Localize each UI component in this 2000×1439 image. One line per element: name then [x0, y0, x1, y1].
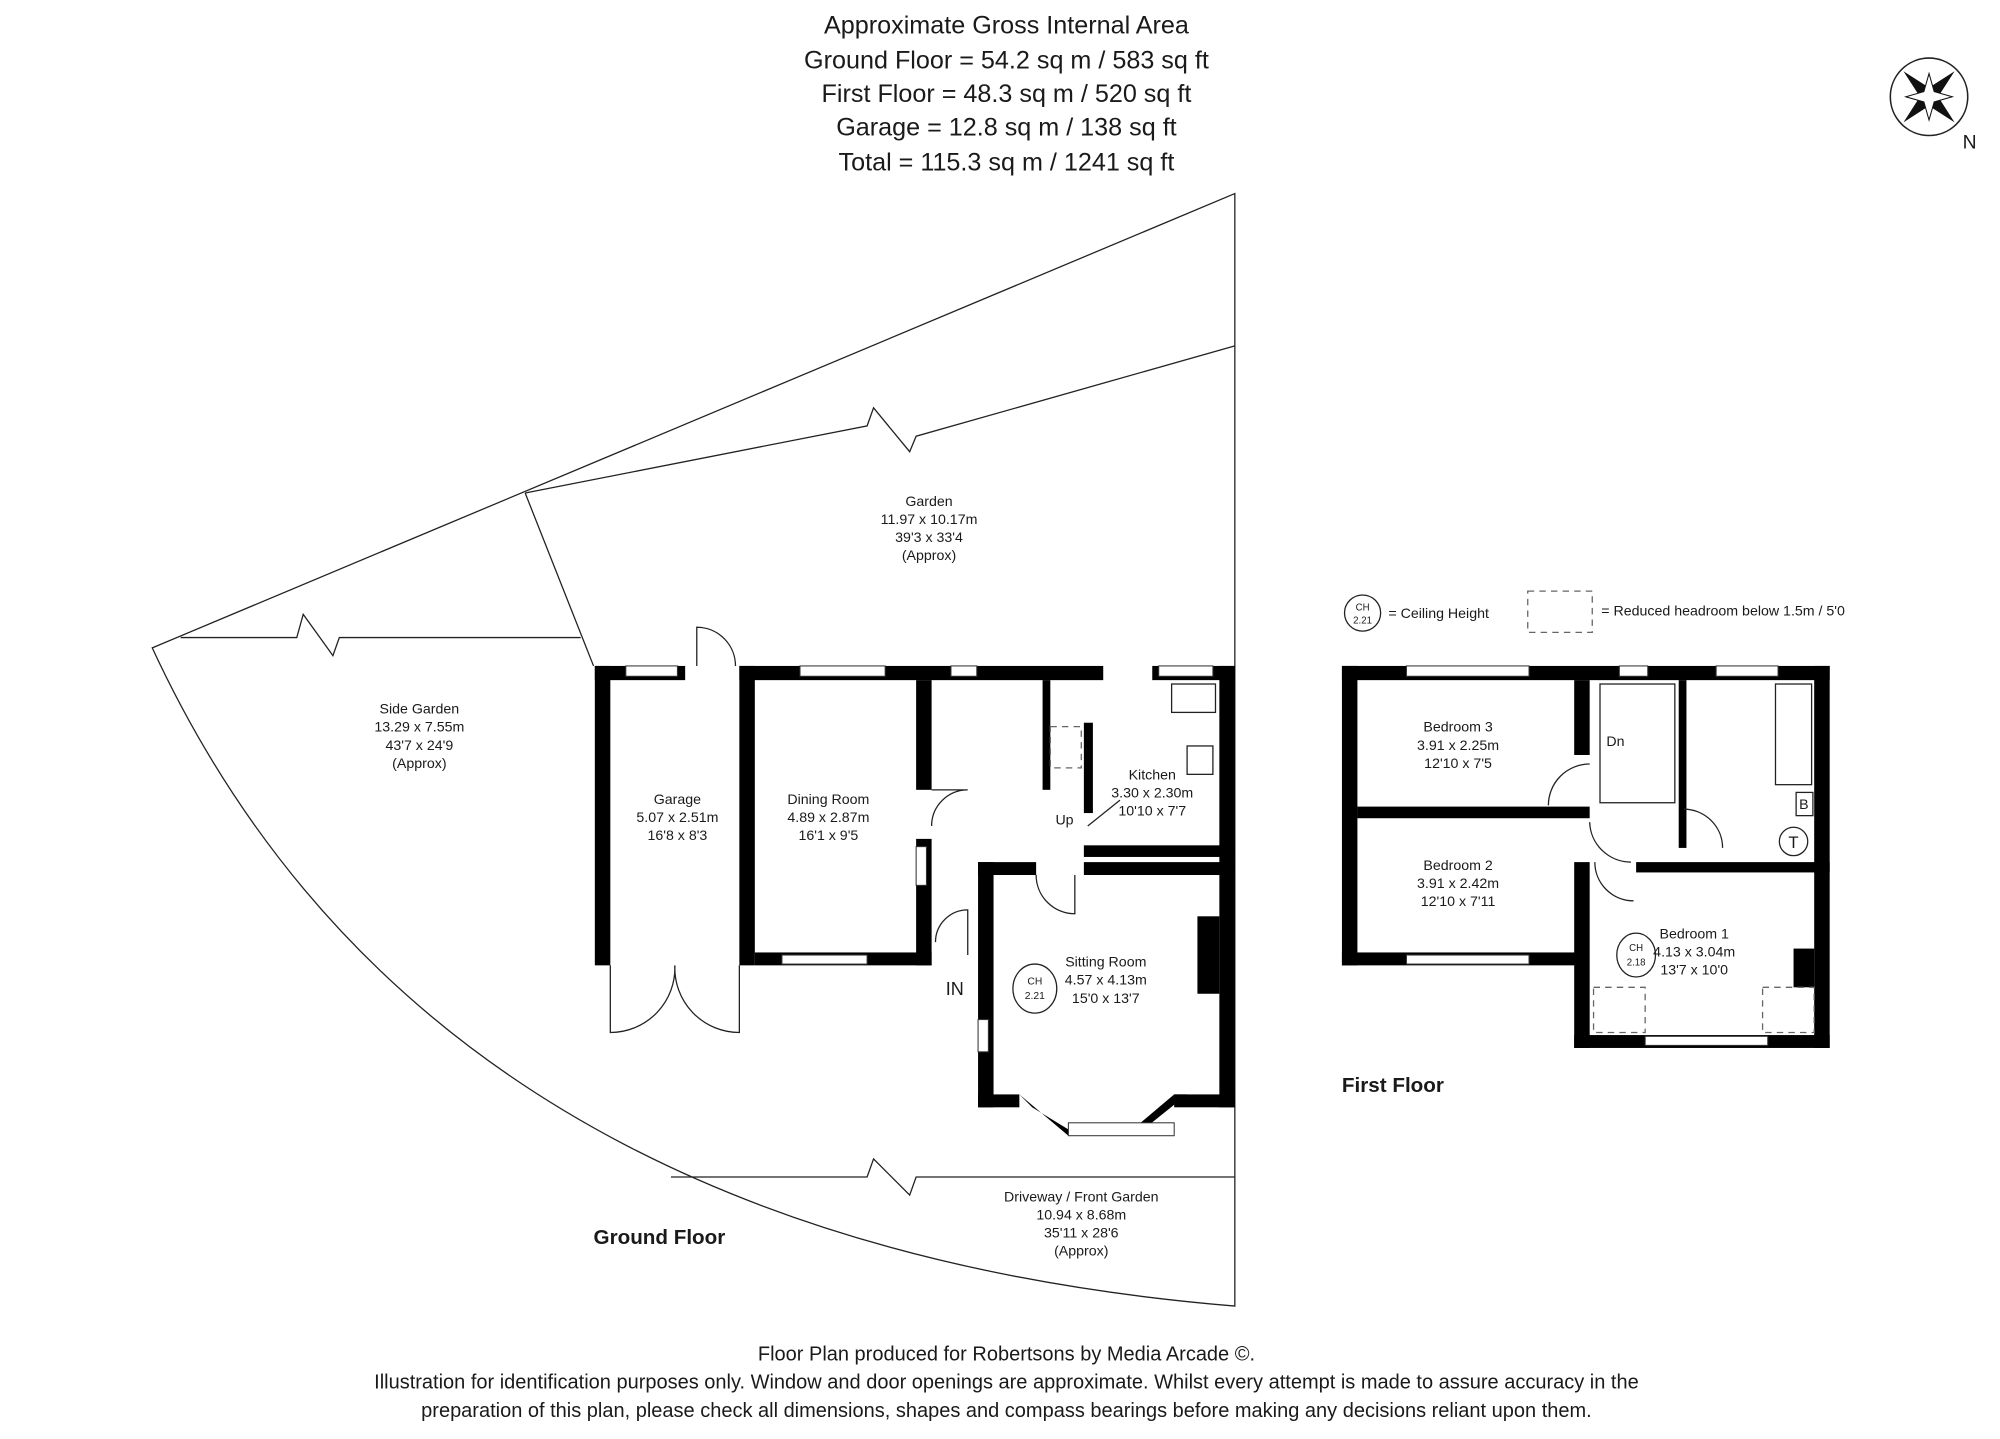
garden-boundaries — [151, 192, 1236, 1307]
svg-text:3.91 x 2.42m: 3.91 x 2.42m — [1417, 876, 1499, 892]
svg-text:Garage: Garage — [654, 792, 701, 808]
svg-text:CH: CH — [1356, 602, 1370, 613]
svg-text:12'10 x 7'5: 12'10 x 7'5 — [1424, 756, 1492, 772]
svg-text:(Approx): (Approx) — [392, 756, 446, 772]
svg-text:Bedroom 3: Bedroom 3 — [1423, 720, 1493, 736]
garage-area: Garage = 12.8 sq m / 138 sq ft — [836, 114, 1176, 142]
svg-text:4.89 x 2.87m: 4.89 x 2.87m — [787, 810, 869, 826]
compass-rose-icon: N — [1889, 57, 1977, 153]
svg-text:13.29 x 7.55m: 13.29 x 7.55m — [374, 720, 464, 736]
room-sitting-room: Sitting Room 4.57 x 4.13m 15'0 x 13'7 — [1065, 955, 1147, 1007]
svg-text:preparation of this plan, plea: preparation of this plan, please check a… — [421, 1400, 1592, 1422]
first-floor-walls — [1341, 665, 1830, 1048]
room-garage: Garage 5.07 x 2.51m 16'8 x 8'3 — [636, 792, 718, 844]
compass-north-label: N — [1963, 131, 1977, 153]
svg-text:Bedroom 1: Bedroom 1 — [1659, 926, 1729, 942]
ceiling-height-marker-first: CH 2.18 — [1616, 932, 1657, 978]
svg-text:Kitchen: Kitchen — [1129, 768, 1176, 784]
room-bedroom-1: Bedroom 1 4.13 x 3.04m 13'7 x 10'0 — [1653, 926, 1735, 978]
svg-text:Side Garden: Side Garden — [380, 702, 460, 718]
svg-text:3.30 x 2.30m: 3.30 x 2.30m — [1111, 786, 1193, 802]
svg-text:(Approx): (Approx) — [1054, 1244, 1108, 1260]
room-garden: Garden 11.97 x 10.17m 39'3 x 33'4 (Appro… — [881, 494, 978, 564]
svg-text:Dining Room: Dining Room — [787, 792, 869, 808]
svg-text:15'0 x 13'7: 15'0 x 13'7 — [1072, 991, 1140, 1007]
svg-text:43'7 x 24'9: 43'7 x 24'9 — [385, 738, 453, 754]
svg-text:Garden: Garden — [905, 494, 952, 510]
room-kitchen: Kitchen 3.30 x 2.30m 10'10 x 7'7 — [1111, 768, 1193, 820]
headroom-legend: = Reduced headroom below 1.5m / 5'0 — [1601, 604, 1845, 620]
svg-text:B: B — [1799, 797, 1808, 813]
svg-text:12'10 x 7'11: 12'10 x 7'11 — [1421, 894, 1496, 910]
svg-text:16'8 x 8'3: 16'8 x 8'3 — [647, 828, 707, 844]
svg-text:CH: CH — [1027, 977, 1042, 988]
svg-text:T: T — [1788, 833, 1798, 852]
ceiling-height-marker: CH 2.21 — [1012, 963, 1058, 1014]
svg-text:2.21: 2.21 — [1353, 615, 1372, 626]
svg-text:4.13 x 3.04m: 4.13 x 3.04m — [1653, 944, 1735, 960]
svg-text:Sitting Room: Sitting Room — [1065, 955, 1146, 971]
svg-text:(Approx): (Approx) — [902, 548, 956, 564]
tank-icon: T — [1778, 826, 1809, 857]
svg-text:Illustration for identificatio: Illustration for identification purposes… — [374, 1372, 1639, 1394]
boiler-icon: B — [1795, 791, 1814, 817]
svg-text:11.97 x 10.17m: 11.97 x 10.17m — [881, 512, 978, 528]
svg-text:3.91 x 2.25m: 3.91 x 2.25m — [1417, 738, 1499, 754]
svg-text:4.57 x 4.13m: 4.57 x 4.13m — [1065, 973, 1147, 989]
svg-text:CH: CH — [1629, 943, 1643, 954]
svg-text:10'10 x 7'7: 10'10 x 7'7 — [1118, 804, 1186, 820]
svg-text:5.07 x 2.51m: 5.07 x 2.51m — [636, 810, 718, 826]
room-driveway-front-garden: Driveway / Front Garden 10.94 x 8.68m 35… — [1004, 1190, 1159, 1260]
disclaimer: Floor Plan produced for Robertsons by Me… — [374, 1343, 1639, 1422]
area-title: Approximate Gross Internal Area — [824, 12, 1189, 40]
svg-text:Bedroom 2: Bedroom 2 — [1423, 858, 1493, 874]
ground-floor-area: Ground Floor = 54.2 sq m / 583 sq ft — [804, 46, 1209, 74]
first-floor-label: First Floor — [1342, 1074, 1444, 1097]
room-bedroom-3: Bedroom 3 3.91 x 2.25m 12'10 x 7'5 — [1417, 720, 1499, 772]
svg-text:10.94 x 8.68m: 10.94 x 8.68m — [1036, 1208, 1126, 1224]
stairs-up-label: Up — [1055, 813, 1073, 829]
entrance-label: IN — [946, 979, 964, 999]
svg-text:2.21: 2.21 — [1025, 991, 1045, 1002]
svg-text:2.18: 2.18 — [1627, 957, 1646, 968]
svg-text:16'1 x 9'5: 16'1 x 9'5 — [798, 828, 858, 844]
ground-floor-walls — [594, 626, 1235, 1137]
svg-text:39'3 x 33'4: 39'3 x 33'4 — [895, 530, 963, 546]
svg-text:Driveway / Front Garden: Driveway / Front Garden — [1004, 1190, 1159, 1206]
svg-text:35'11 x 28'6: 35'11 x 28'6 — [1044, 1226, 1119, 1242]
svg-text:13'7 x 10'0: 13'7 x 10'0 — [1660, 962, 1728, 978]
ground-floor-label: Ground Floor — [594, 1226, 726, 1249]
room-bedroom-2: Bedroom 2 3.91 x 2.42m 12'10 x 7'11 — [1417, 858, 1499, 910]
ceiling-height-legend: = Ceiling Height — [1388, 606, 1489, 622]
stairs-down-label: Dn — [1606, 734, 1624, 750]
area-summary: Approximate Gross Internal Area Ground F… — [804, 12, 1209, 177]
first-floor-area: First Floor = 48.3 sq m / 520 sq ft — [822, 80, 1192, 108]
room-dining-room: Dining Room 4.89 x 2.87m 16'1 x 9'5 — [787, 792, 869, 844]
legend: CH 2.21 = Ceiling Height = Reduced headr… — [1343, 590, 1845, 634]
svg-text:Floor Plan produced for Robert: Floor Plan produced for Robertsons by Me… — [758, 1343, 1255, 1365]
total-area: Total = 115.3 sq m / 1241 sq ft — [839, 148, 1175, 176]
room-side-garden: Side Garden 13.29 x 7.55m 43'7 x 24'9 (A… — [374, 702, 464, 772]
